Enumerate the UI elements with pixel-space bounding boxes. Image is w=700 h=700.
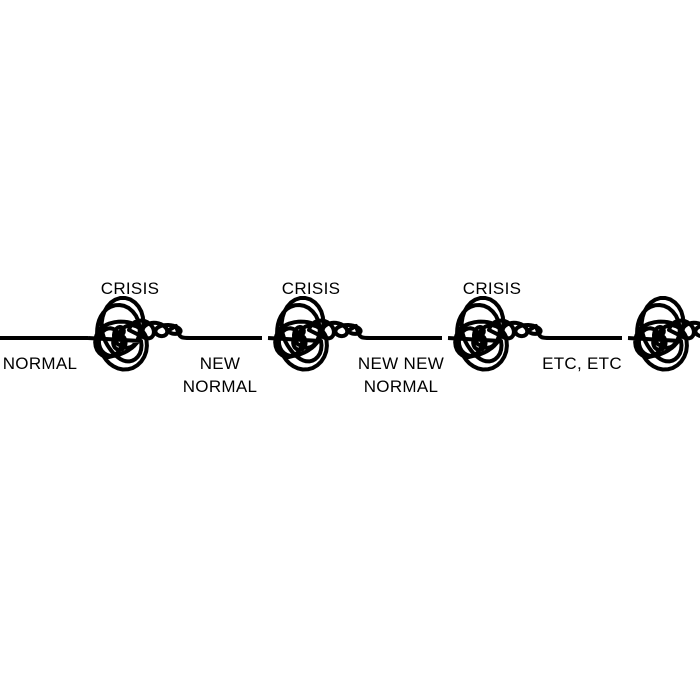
phase-label-etc: ETC, ETC — [542, 352, 622, 375]
timeline-line — [536, 331, 622, 340]
timeline-line — [176, 331, 262, 340]
phase-label-line: ETC, ETC — [542, 354, 622, 373]
timeline-line — [356, 331, 442, 340]
phase-label-line: NEW — [199, 354, 241, 373]
crisis-tangle — [627, 296, 700, 372]
crisis-label: CRISIS — [462, 279, 522, 298]
crisis-label: CRISIS — [281, 279, 341, 298]
crisis-tangle — [267, 296, 363, 372]
phase-label-line: NORMAL — [2, 354, 78, 373]
tangle-scribble — [447, 296, 543, 372]
phase-label-new-normal: NEW NORMAL — [183, 352, 258, 398]
crisis-tangle — [87, 296, 183, 372]
tangle-scribble — [267, 296, 363, 372]
tangle-scribble — [627, 296, 700, 372]
phase-label-new-new-normal: NEW NEW NORMAL — [358, 352, 444, 398]
phase-label-line: NORMAL — [363, 377, 439, 396]
phase-label-normal: NORMAL — [3, 352, 78, 375]
crisis-tangle — [447, 296, 543, 372]
phase-label-line: NORMAL — [182, 377, 258, 396]
phase-label-line: NEW NEW — [357, 354, 445, 373]
crisis-label: CRISIS — [100, 279, 160, 298]
tangle-scribble — [87, 296, 183, 372]
